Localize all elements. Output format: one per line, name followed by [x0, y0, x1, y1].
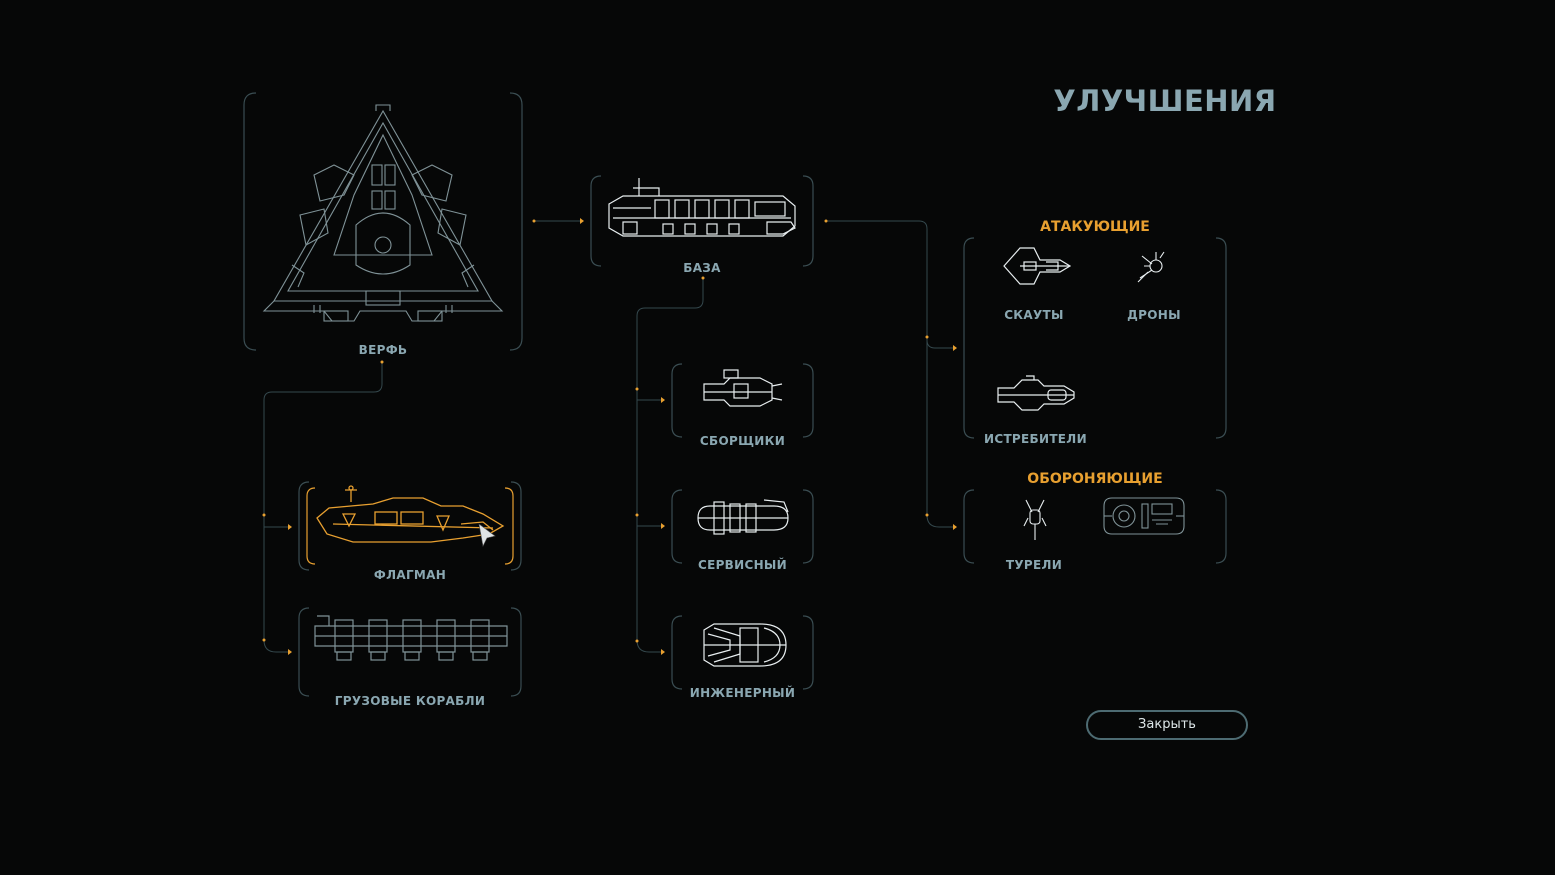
- defending-heading: ОБОРОНЯЮЩИЕ: [1027, 471, 1163, 487]
- node-label: ВЕРФЬ: [358, 343, 408, 357]
- drone-icon: [1137, 251, 1165, 283]
- node-base[interactable]: БАЗА: [590, 175, 814, 275]
- node-label: ФЛАГМАН: [373, 568, 447, 582]
- node-assemblers[interactable]: СБОРЩИКИ: [671, 363, 814, 448]
- group-attacking: [963, 237, 1227, 439]
- card-frame: [298, 607, 522, 697]
- cargo-ship-icon: [314, 615, 508, 661]
- engineer-ship-icon: [703, 623, 787, 667]
- card-frame: [590, 175, 814, 267]
- node-label: ИСТРЕБИТЕЛИ: [984, 432, 1087, 446]
- close-button[interactable]: Закрыть: [1086, 710, 1248, 740]
- shipyard-icon: [262, 104, 504, 322]
- node-flagship[interactable]: ФЛАГМАН: [298, 481, 522, 582]
- card-frame: [298, 481, 522, 571]
- node-service[interactable]: СЕРВИСНЫЙ: [671, 489, 814, 572]
- node-label: ИНЖЕНЕРНЫЙ: [689, 686, 796, 700]
- node-shipyard[interactable]: ВЕРФЬ: [243, 92, 523, 357]
- node-drones[interactable]: ДРОНЫ: [1114, 244, 1194, 324]
- node-label: СЕРВИСНЫЙ: [697, 558, 787, 572]
- base-station-icon: [608, 178, 796, 237]
- attacking-heading: АТАКУЮЩИЕ: [1040, 219, 1150, 235]
- fighter-ship-icon: [997, 375, 1075, 411]
- node-label: ДРОНЫ: [1127, 308, 1181, 322]
- node-label: СБОРЩИКИ: [699, 434, 786, 448]
- node-label: СКАУТЫ: [1004, 308, 1064, 322]
- card-frame: [963, 489, 1227, 564]
- node-engineer[interactable]: ИНЖЕНЕРНЫЙ: [671, 615, 814, 700]
- flagship-icon: [316, 485, 505, 547]
- card-frame: [671, 489, 814, 564]
- group-defending: [963, 489, 1227, 564]
- defense-station-icon: [1103, 497, 1185, 535]
- scout-ship-icon: [1003, 247, 1072, 285]
- card-frame: [671, 615, 814, 690]
- turret-icon: [1023, 499, 1047, 540]
- page-title: УЛУЧШЕНИЯ: [1053, 84, 1277, 118]
- node-label: ГРУЗОВЫЕ КОРАБЛИ: [334, 694, 486, 708]
- node-fighters[interactable]: ИСТРЕБИТЕЛИ: [984, 370, 1087, 450]
- node-cargo-ships[interactable]: ГРУЗОВЫЕ КОРАБЛИ: [298, 607, 522, 708]
- node-scouts[interactable]: СКАУТЫ: [994, 244, 1074, 324]
- card-frame: [243, 92, 523, 351]
- service-ship-icon: [697, 499, 789, 535]
- assembler-ship-icon: [703, 369, 783, 407]
- node-defense-station[interactable]: [1102, 492, 1188, 544]
- node-label: БАЗА: [683, 261, 721, 275]
- node-turrets[interactable]: ТУРЕЛИ: [994, 494, 1074, 574]
- card-frame: [671, 363, 814, 438]
- card-frame: [963, 237, 1227, 439]
- node-label: ТУРЕЛИ: [1005, 558, 1063, 572]
